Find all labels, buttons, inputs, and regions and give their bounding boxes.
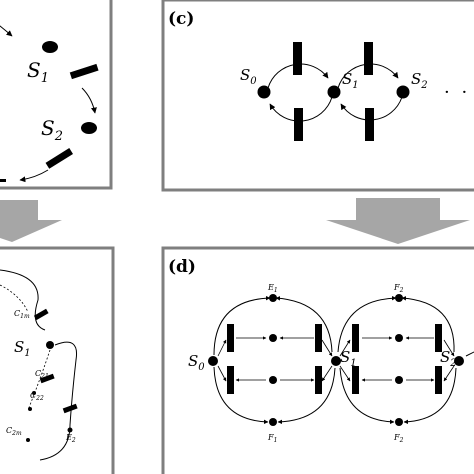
panel-b-label-e2: E2 — [65, 433, 76, 444]
panel-c-state-s0 — [257, 85, 271, 99]
panel-d-label-s2: S2 — [440, 348, 457, 369]
panel-d-label-f1: F1 — [267, 433, 277, 444]
panel-b-place-c2m — [26, 438, 30, 442]
panel-d-label-e1: E1 — [267, 283, 278, 294]
panel-c-label-s0: S0 — [240, 66, 257, 87]
panel-a-edge-top — [0, 25, 13, 37]
panel-a-label-s2: S2 — [41, 116, 63, 144]
down-arrow-right — [326, 198, 470, 244]
panel-d-transition-3 — [315, 324, 322, 352]
panel-a-transition-3 — [0, 179, 6, 182]
panel-a-edge-mid — [81, 87, 97, 114]
panel-d-transition-7 — [435, 324, 442, 352]
panel-b-transition-2 — [39, 373, 55, 384]
panel-c-label-s1: S1 — [342, 70, 359, 91]
panel-d-state-s2 — [454, 356, 464, 366]
panel-d-edge-s1-in-top — [321, 339, 333, 357]
panel-d-transition-8 — [435, 366, 442, 394]
panel-d-place-f2-bottom — [395, 418, 403, 426]
panel-b-transition-1 — [33, 308, 49, 321]
panel-b-label-s1: S1 — [14, 338, 31, 359]
panel-d-edge-s0-up — [217, 339, 227, 357]
panel-d-edge-outer-top-left-1 — [213, 295, 271, 356]
panel-b-loop-1 — [0, 269, 46, 331]
panel-d-place-mid-2a — [395, 334, 403, 342]
panel-a-label-s1: S1 — [27, 58, 49, 86]
panel-d-place-e1 — [269, 294, 277, 302]
panel-d-edge-outer-top-left-2 — [337, 295, 397, 353]
panel-a-transition-2 — [45, 148, 73, 169]
panel-b-frame — [0, 246, 115, 474]
panel-b-label-c21: C21 — [35, 369, 49, 380]
panel-a-transition-1 — [69, 63, 99, 80]
panel-b-place-e2 — [67, 427, 73, 433]
panel-b-transition-3 — [62, 403, 78, 414]
panel-d-edge-s1-down — [339, 365, 351, 382]
panel-b-loop-2 — [39, 341, 78, 461]
panel-d-transition-1 — [227, 324, 234, 352]
panel-d-place-mid-1b — [269, 376, 277, 384]
panel-c-state-s1 — [327, 85, 341, 99]
panel-b-label-c22: C22 — [30, 391, 44, 402]
panel-c-state-s2 — [396, 85, 410, 99]
panel-d: (d) — [161, 246, 474, 474]
panel-d-state-s0 — [208, 356, 218, 366]
panel-b-place-c21 — [32, 391, 36, 395]
panel-d-transition-4 — [315, 366, 322, 394]
panel-c-edge-s1-s0-bottom — [269, 96, 333, 122]
panel-b: S1 C1m C21 C22 C2m E2 — [0, 246, 115, 474]
panel-d-edge-outer-top-right-1 — [275, 296, 333, 353]
panel-c-ellipsis: · · · — [444, 82, 474, 103]
panel-c-transition-4 — [365, 108, 374, 141]
panel-d-transition-2 — [227, 366, 234, 394]
panel-c: (c) S0 S1 S2 · · · — [161, 0, 474, 192]
panel-d-edge-outer-bottom-right-2 — [403, 367, 457, 425]
panel-d-place-f2-top — [395, 294, 403, 302]
down-arrow-left — [0, 200, 62, 242]
panel-d-label-s0: S0 — [188, 352, 205, 373]
panel-b-place-c22 — [28, 407, 32, 411]
panel-d-edge-outer-bottom-left-1 — [213, 366, 269, 425]
panel-a-state-s2 — [81, 122, 97, 134]
panel-d-label-f2-bottom: F2 — [393, 433, 404, 444]
panel-a-edge-low — [19, 169, 49, 183]
panel-d-transition-6 — [352, 366, 359, 394]
panel-c-label-s2: S2 — [411, 70, 428, 91]
panel-d-edge-outer-bottom-right-1 — [277, 367, 336, 425]
panel-d-edge-s0-down — [217, 365, 227, 382]
panel-c-transition-3 — [364, 42, 373, 75]
panel-d-edge-s1-out-bottom — [321, 365, 333, 382]
panel-d-label-s1: S1 — [340, 348, 357, 369]
panel-b-state-s1 — [46, 341, 54, 349]
panel-b-label-c1m: C1m — [14, 309, 30, 320]
panel-c-label: (c) — [168, 9, 194, 29]
panel-d-label-f2-top: F2 — [393, 283, 404, 294]
panel-b-label-c2m: C2m — [6, 426, 22, 437]
panel-a-state-s1 — [42, 41, 58, 53]
panel-d-edge-s2-in-top — [443, 339, 455, 357]
panel-d-place-f1 — [269, 418, 277, 426]
panel-a: S1 S2 — [0, 0, 113, 190]
panel-d-place-mid-1a — [269, 334, 277, 342]
panel-b-dash-2 — [27, 349, 51, 411]
panel-d-state-s1 — [331, 356, 341, 366]
panel-d-label: (d) — [168, 257, 196, 277]
panel-c-transition-1 — [293, 42, 302, 75]
panel-b-dash-1 — [0, 284, 29, 313]
panel-d-edge-s2-out-bottom — [443, 365, 455, 382]
panel-c-transition-2 — [294, 108, 303, 141]
panel-d-place-mid-2b — [395, 376, 403, 384]
panel-d-edge-s1-up — [339, 339, 351, 357]
panel-d-edge-outer-top-right-2 — [401, 296, 455, 353]
panel-d-transition-5 — [352, 324, 359, 352]
panel-d-edge-outer-bottom-left-2 — [339, 367, 395, 425]
panel-c-frame — [161, 0, 474, 192]
panel-d-edge-continuation — [465, 351, 474, 357]
